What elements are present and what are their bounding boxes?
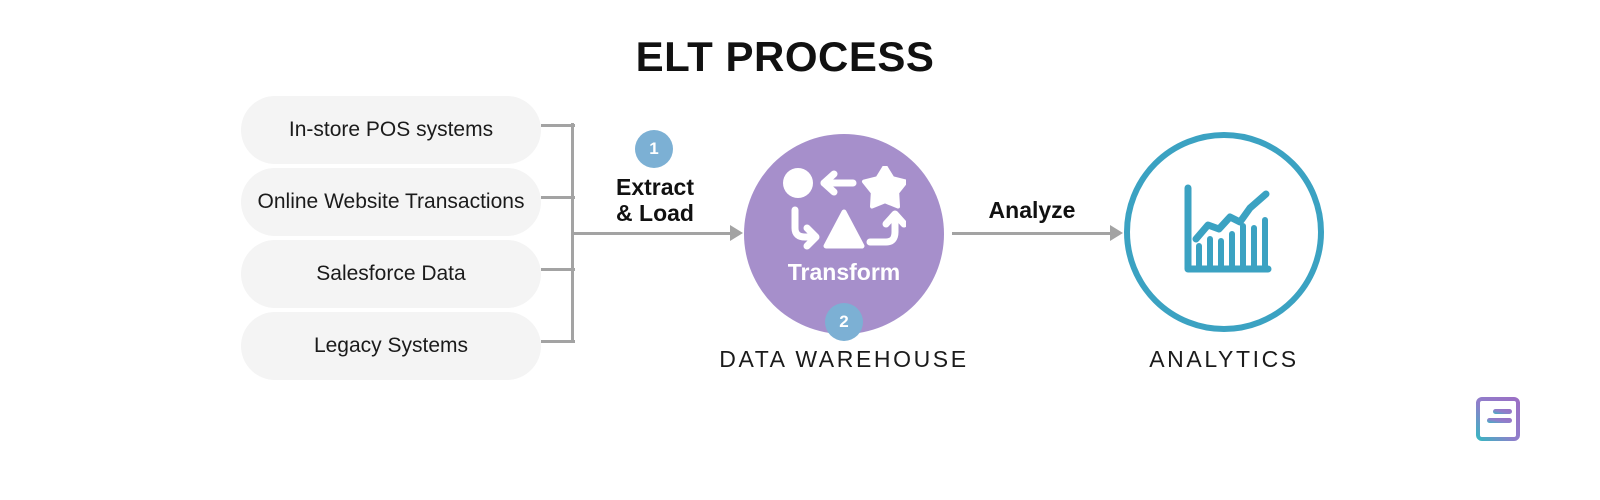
extract-load-label-line1: Extract <box>616 174 694 200</box>
step-badge-1: 1 <box>635 130 673 168</box>
bracket-stub <box>541 196 575 199</box>
transform-label: Transform <box>787 259 901 285</box>
curved-arrow-up-icon <box>866 210 908 246</box>
bar-chart-trend-icon <box>1180 184 1272 276</box>
source-pill-in-store-pos: In-store POS systems <box>241 96 541 164</box>
extract-load-arrow-head-icon <box>730 225 743 241</box>
analyze-arrow-head-icon <box>1110 225 1123 241</box>
source-pill-label: Salesforce Data <box>316 261 466 285</box>
analyze-arrow-line <box>952 232 1112 235</box>
extract-load-label: Extract & Load <box>575 174 735 227</box>
step-badge-2: 2 <box>825 303 863 341</box>
bracket-stub <box>541 340 575 343</box>
page-title: ELT PROCESS <box>635 33 935 80</box>
triangle-shape-icon <box>823 209 865 249</box>
source-pill-legacy-systems: Legacy Systems <box>241 312 541 380</box>
arrow-left-icon <box>820 170 857 196</box>
source-pill-online-website: Online Website Transactions <box>241 168 541 236</box>
extract-load-arrow-line <box>572 232 732 235</box>
bracket-stub <box>541 268 575 271</box>
source-pill-label: In-store POS systems <box>288 117 494 141</box>
source-pill-label: Legacy Systems <box>313 333 469 357</box>
bracket-stub <box>541 124 575 127</box>
source-pill-salesforce: Salesforce Data <box>241 240 541 308</box>
curved-arrow-down-icon <box>791 206 820 250</box>
source-pill-label: Online Website Transactions <box>257 189 525 213</box>
analyze-label: Analyze <box>988 197 1076 223</box>
extract-load-label-line2: & Load <box>616 199 694 226</box>
analytics-caption: ANALYTICS <box>1149 346 1299 372</box>
analytics-circle <box>1124 132 1324 332</box>
transform-icons-group <box>782 164 908 252</box>
data-warehouse-caption: DATA WAREHOUSE <box>719 346 969 372</box>
square-bars-logo-icon <box>1475 396 1521 442</box>
star-shape-icon <box>862 164 908 209</box>
circle-shape-icon <box>783 168 813 198</box>
